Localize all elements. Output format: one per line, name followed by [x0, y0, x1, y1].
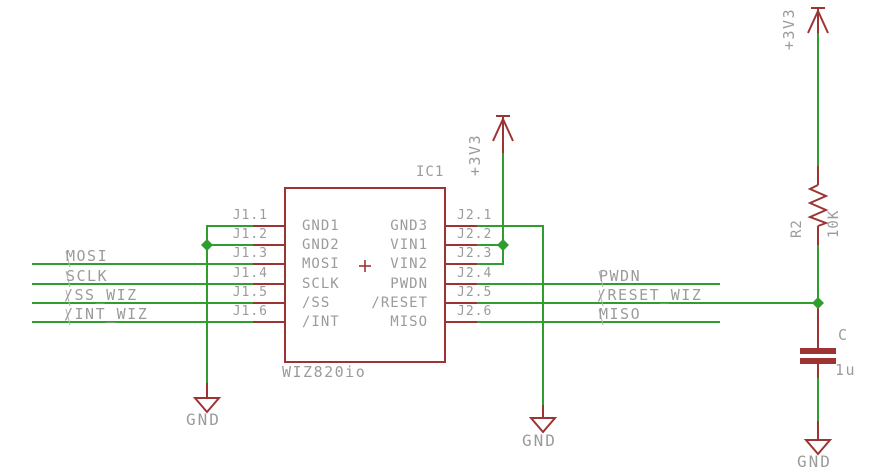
pin-number: J2.5 [457, 285, 493, 300]
wire-gnd3 [477, 225, 544, 405]
ic-designator: IC1 [416, 164, 445, 180]
gnd-mid-icon [528, 417, 558, 434]
ic-origin-cross-icon [359, 260, 371, 272]
pin-number: J1.2 [232, 227, 268, 242]
gnd-right-label: GND [797, 452, 832, 471]
junction-dot [497, 239, 509, 251]
gnd-left-label: GND [186, 410, 221, 429]
pin-number: J1.3 [232, 246, 268, 261]
resistor-value: 10K [826, 209, 842, 238]
net-label-reset-wiz: /RESET_WIZ [597, 286, 703, 304]
pin-number: J2.6 [457, 304, 493, 319]
gnd-mid-label: GND [522, 431, 557, 450]
pin-name: VIN2 [390, 256, 428, 272]
capacitor-designator: C [838, 326, 849, 344]
supply-3v3-top-icon [807, 7, 829, 34]
pin-number: J1.4 [232, 266, 268, 281]
supply-3v3-mid-label: +3V3 [466, 133, 484, 176]
pin-name: /SS [302, 295, 331, 311]
pin-number: J1.5 [232, 285, 268, 300]
pin-name: /RESET [371, 295, 428, 311]
component-strokes [192, 7, 833, 456]
net-label-mosi: MOSI [66, 247, 109, 265]
supply-3v3-top-label: +3V3 [780, 7, 798, 50]
pin-name: PWDN [390, 276, 428, 292]
pin-number: J2.3 [457, 246, 493, 261]
pin-name: /INT [302, 314, 340, 330]
supply-3v3-mid-icon [492, 115, 514, 153]
pin-name: SCLK [302, 276, 340, 292]
net-label-pwdn: PWDN [599, 267, 642, 285]
gnd-left-icon [192, 397, 222, 414]
capacitor-value: 1u [835, 361, 857, 379]
net-label-ss-wiz: /SS_WIZ [64, 286, 138, 304]
pin-number: J2.1 [457, 208, 493, 223]
ic-pin-stubs [253, 225, 477, 323]
gnd-right-icon [803, 439, 833, 456]
resistor-symbol [807, 166, 829, 245]
pin-name: GND1 [302, 218, 340, 234]
pin-number: J1.1 [232, 208, 268, 223]
pin-name: MISO [390, 314, 428, 330]
junction-dot [812, 297, 824, 309]
resistor-designator: R2 [789, 219, 805, 238]
net-label-int-wiz: /INT_WIZ [64, 305, 149, 323]
junction-dot [201, 239, 213, 251]
pin-number: J1.6 [232, 304, 268, 319]
ic-outline [284, 187, 446, 363]
junction-dots [201, 239, 824, 309]
capacitor-plates [800, 348, 836, 364]
net-label-miso: MISO [599, 305, 642, 323]
net-label-sclk: SCLK [66, 267, 109, 285]
ic-value: WIZ820io [282, 363, 367, 381]
pin-name: GND2 [302, 237, 340, 253]
pin-name: VIN1 [390, 237, 428, 253]
pin-name: GND3 [390, 218, 428, 234]
label-origin-ticks [65, 250, 604, 326]
pin-number: J2.2 [457, 227, 493, 242]
pin-name: MOSI [302, 256, 340, 272]
pin-number: J2.4 [457, 266, 493, 281]
